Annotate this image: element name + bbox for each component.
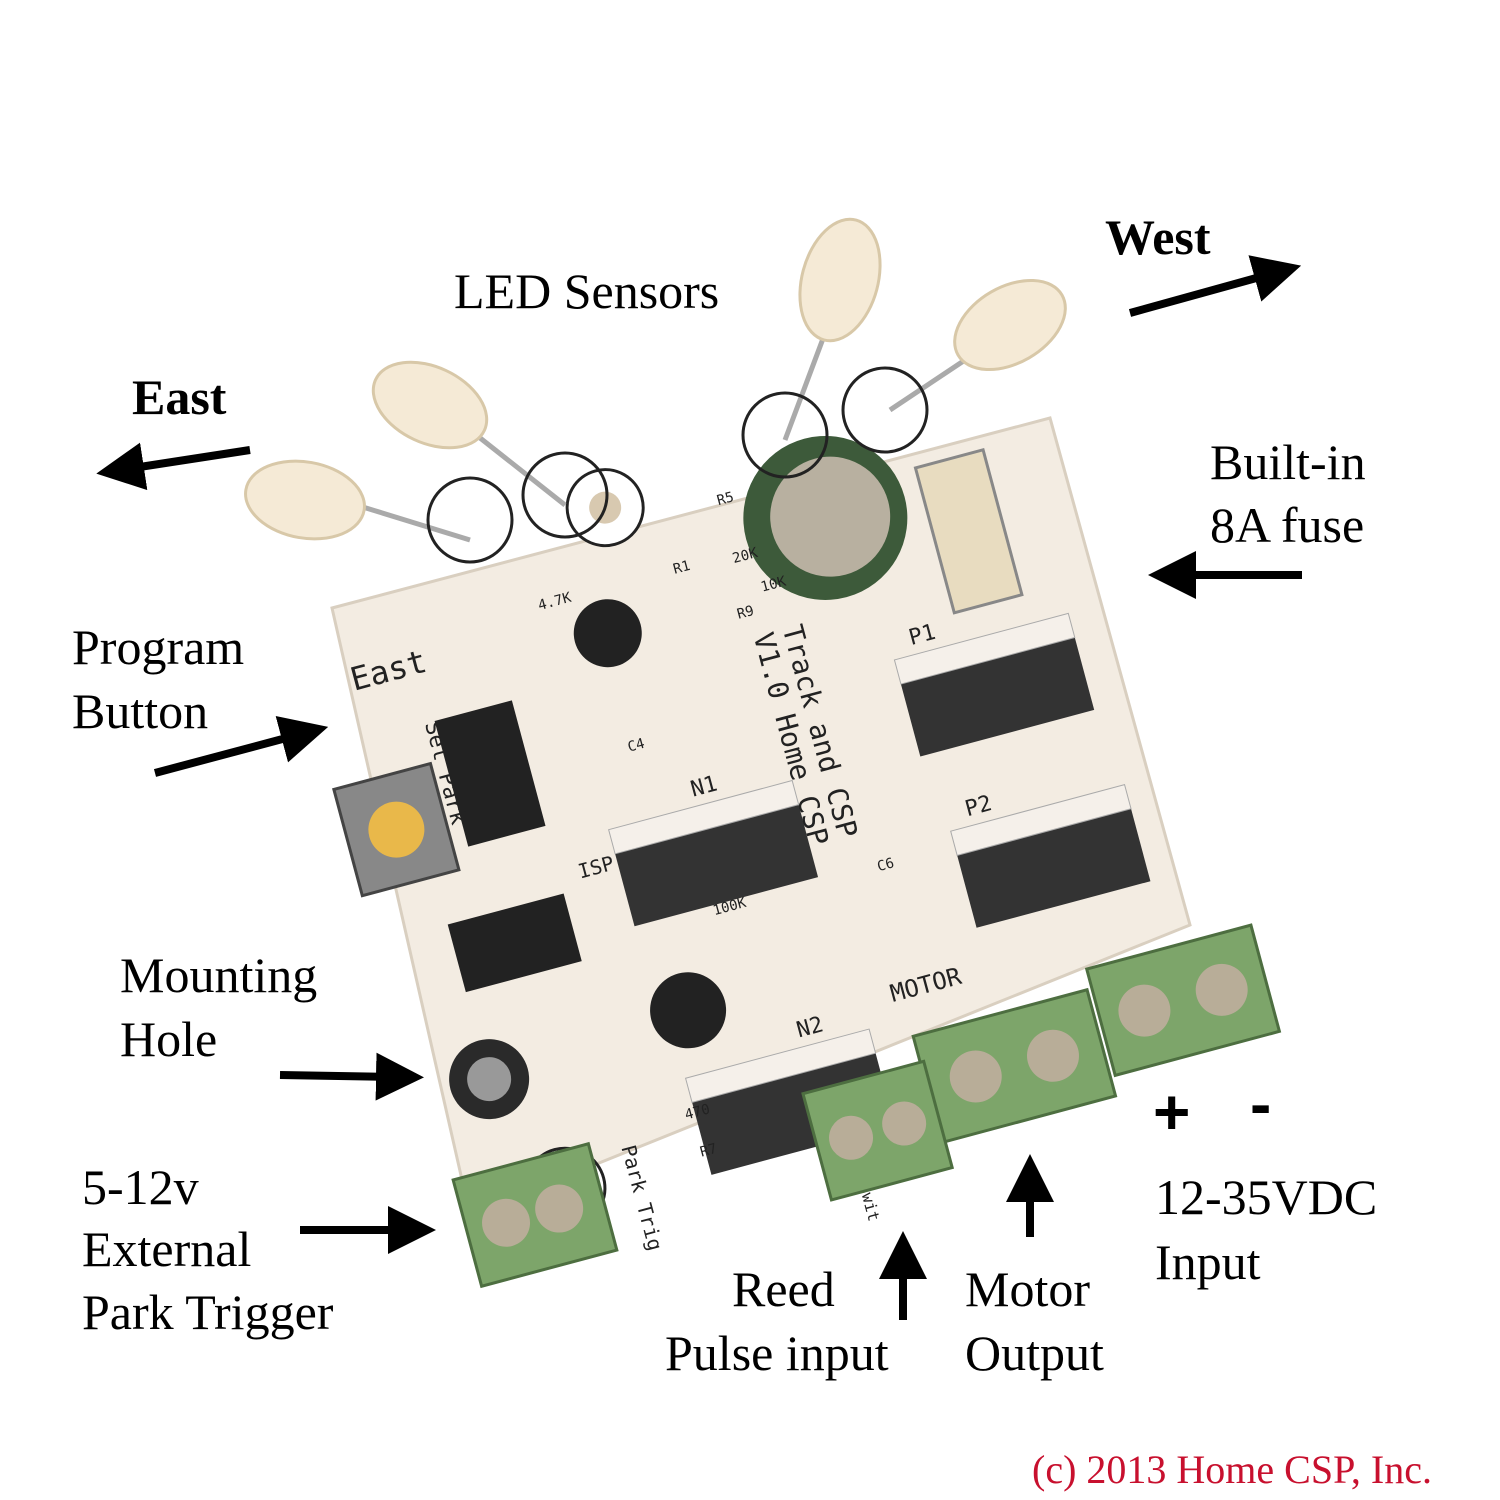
silk-r5: R5 [715,489,735,509]
terminal-power-input [1084,923,1282,1078]
led-sensor-west-2 [888,278,1067,413]
label-mounting-line1: Mounting [120,947,318,1003]
isp-header [447,893,582,993]
microcontroller-chip [434,700,546,847]
mosfet-n1 [613,799,819,927]
label-program-line1: Program [72,619,245,675]
mosfet-p1 [899,632,1095,757]
silk-470: 470 [683,1101,712,1123]
label-reed-line2: Pulse input [665,1325,889,1381]
label-input-line2: Input [1155,1234,1261,1290]
terminal-reed-input [801,1059,955,1202]
label-fuse-line1: Built-in [1210,434,1366,490]
label-trigger-line2: External [82,1221,252,1277]
label-east: East [132,369,227,425]
label-led-sensors: LED Sensors [454,263,720,319]
silk-r9: R9 [735,603,755,623]
label-west: West [1105,209,1211,265]
label-reed-line1: Reed [732,1261,835,1317]
label-motor-line1: Motor [965,1261,1090,1317]
silk-r1: R1 [672,558,692,578]
arrow-mounting-hole [279,1052,424,1101]
arrow-program-button [153,715,329,777]
label-input-line1: 12-35VDC [1155,1169,1378,1225]
fuse [913,447,1024,615]
label-minus: - [1250,1068,1272,1140]
transistor [650,972,727,1049]
led-sensor-east-1 [244,459,471,543]
mosfet-p2 [955,803,1151,928]
arrow-east [96,442,251,491]
label-mounting-line2: Hole [120,1011,218,1067]
silk-10k: 10K [759,574,788,596]
copyright-notice: (c) 2013 Home CSP, Inc. [1032,1447,1432,1492]
arrow-west [1128,255,1302,317]
silk-c6: C6 [875,855,895,875]
silk-r7: R7 [698,1141,718,1161]
label-plus: + [1153,1076,1191,1148]
silk-park-trig: Park Trig [616,1142,667,1253]
label-trigger-line1: 5-12v [82,1159,199,1215]
terminal-park-trigger [451,1141,619,1289]
label-fuse-line2: 8A fuse [1210,497,1365,553]
led-sensor-west-1 [782,217,882,441]
label-motor-line2: Output [965,1325,1104,1381]
led-sensor-east-2 [371,360,567,507]
label-program-line2: Button [72,683,209,739]
silk-20k: 20K [731,545,760,567]
silk-c4: C4 [626,736,646,756]
label-trigger-line3: Park Trigger [82,1284,334,1340]
mosfet-n2 [690,1048,896,1175]
